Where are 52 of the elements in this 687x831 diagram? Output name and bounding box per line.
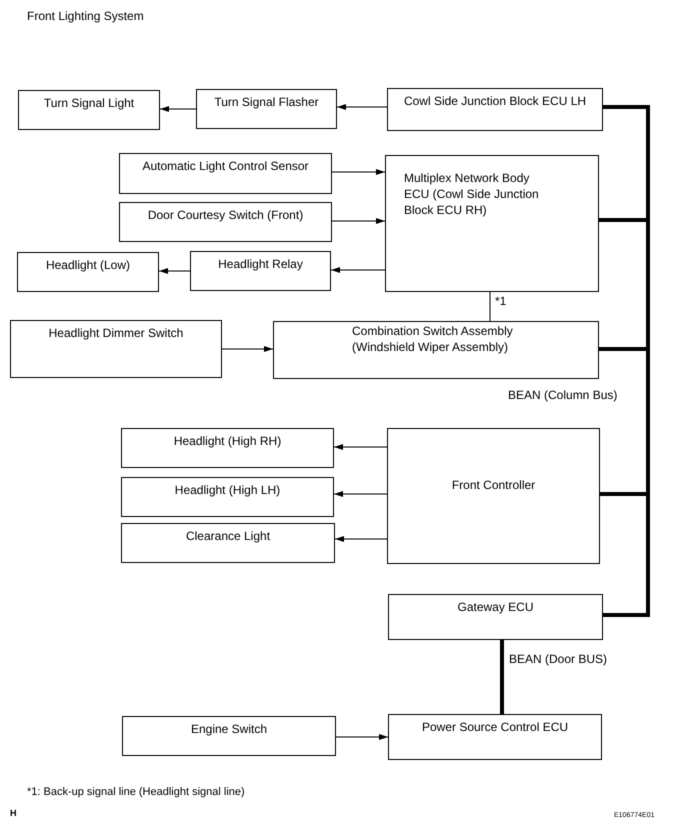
arrow	[330, 267, 386, 273]
block-label: Clearance Light	[184, 528, 272, 544]
block-label: Headlight (Low)	[44, 257, 132, 273]
block-label: Turn Signal Light	[42, 95, 136, 111]
page-marker: H	[10, 807, 16, 820]
block-label: Multiplex Network Body ECU (Cowl Side Junction Block ECU RH)	[404, 170, 540, 218]
arrow	[334, 491, 388, 497]
edge-label: BEAN (Door BUS)	[508, 652, 608, 666]
block-box	[388, 714, 602, 760]
block-label: Front Controller	[450, 477, 536, 493]
block-box	[190, 251, 331, 291]
bus-line	[500, 640, 504, 714]
block-label: Headlight (High LH)	[174, 482, 282, 498]
block-box	[119, 153, 332, 194]
arrow	[336, 104, 388, 110]
block-box	[122, 716, 336, 756]
arrow	[332, 218, 386, 224]
block-label: Turn Signal Flasher	[213, 94, 320, 110]
arrow	[222, 346, 274, 352]
arrow	[336, 734, 388, 740]
arrow	[334, 444, 388, 450]
block-label: Gateway ECU	[456, 599, 535, 615]
block-label: Automatic Light Control Sensor	[141, 158, 310, 174]
block-box	[387, 88, 603, 131]
block-box	[387, 428, 600, 564]
block-box	[121, 428, 334, 468]
footnote: *1: Back-up signal line (Headlight signal line)	[27, 785, 245, 800]
block-box	[10, 320, 222, 378]
arrow	[158, 268, 190, 274]
arrow	[160, 106, 196, 112]
block-label: Power Source Control ECU	[420, 719, 570, 735]
block-label: Engine Switch	[190, 721, 268, 737]
block-box	[388, 594, 603, 640]
block-label: Door Courtesy Switch (Front)	[146, 207, 304, 223]
block-box	[121, 477, 334, 517]
arrow	[334, 536, 388, 542]
arrow	[332, 169, 386, 175]
block-box	[196, 89, 337, 129]
edge-label: *1	[494, 294, 508, 308]
block-box	[18, 90, 160, 130]
block-label: Headlight (High RH)	[172, 433, 282, 449]
block-box	[273, 321, 599, 379]
diagram-title: Front Lighting System	[27, 8, 144, 25]
bus-label: BEAN (Column Bus)	[508, 387, 618, 404]
block-label: Headlight Relay	[217, 256, 304, 272]
block-label: Cowl Side Junction Block ECU LH	[402, 93, 588, 109]
block-label: Headlight Dimmer Switch	[48, 325, 184, 341]
block-box	[121, 523, 335, 563]
block-box	[17, 252, 159, 292]
block-box	[119, 202, 332, 242]
block-label: Combination Switch Assembly (Windshield Wiper Assembly)	[352, 323, 514, 355]
block-box	[385, 155, 599, 292]
